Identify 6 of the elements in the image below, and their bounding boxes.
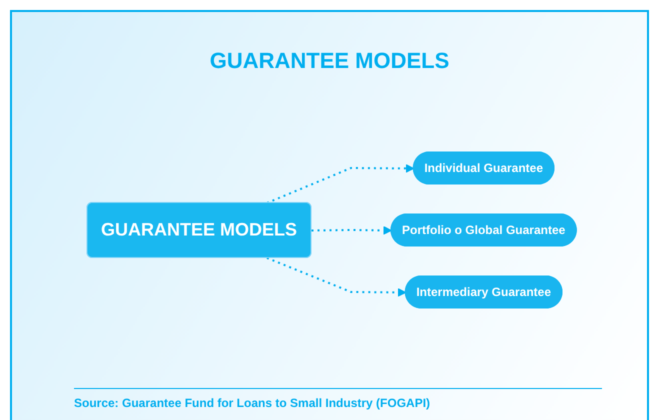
panel-background: GUARANTEE MODELS GUARANTEE MODELS Individual Guarantee Portfolio o Global Guarantee Intermediary Guarantee Source: Guarantee Fund for Loans to Small Industry (FOGAPI) bbox=[10, 10, 649, 420]
title: GUARANTEE MODELS bbox=[210, 48, 450, 74]
arrow bbox=[266, 257, 407, 297]
arrow bbox=[266, 164, 415, 204]
arrow bbox=[312, 226, 392, 235]
caption: Source: Guarantee Fund for Loans to Small Industry (FOGAPI) bbox=[74, 396, 430, 410]
